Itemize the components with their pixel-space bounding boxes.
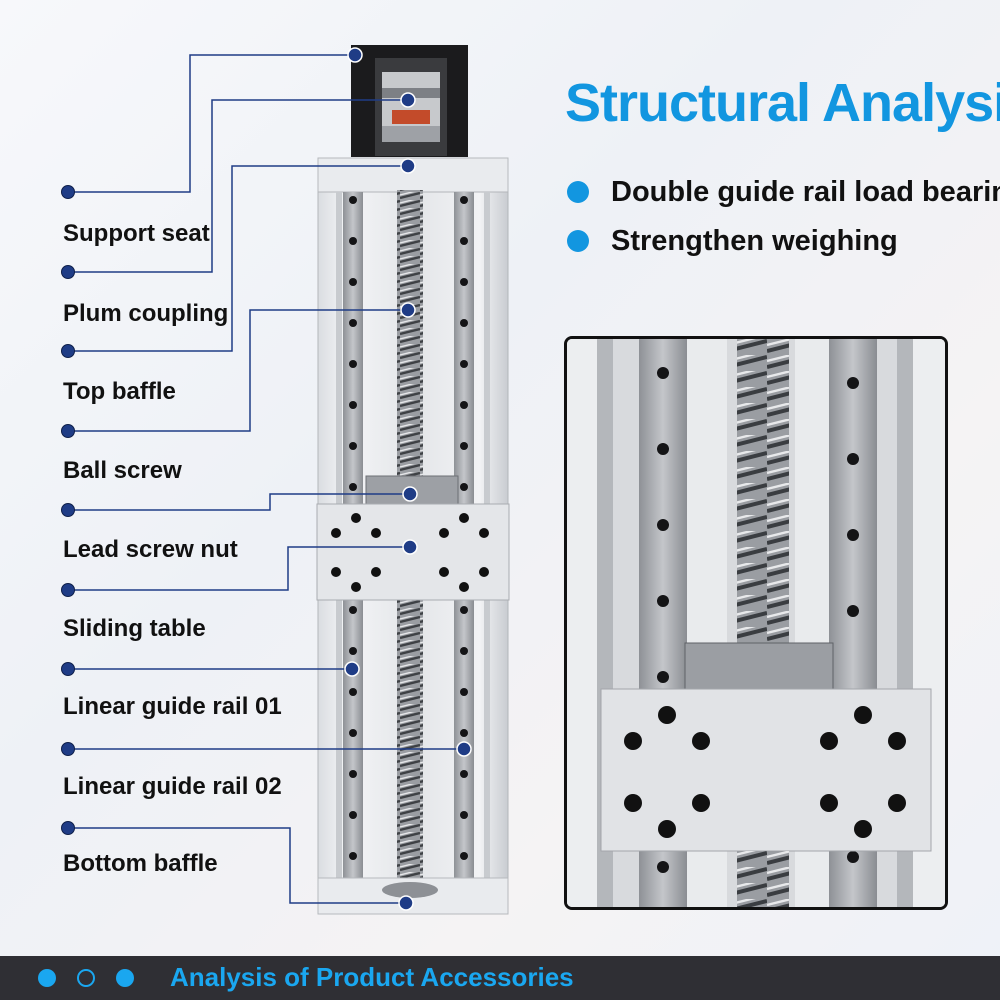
label-bottom-baffle: Bottom baffle [63, 850, 218, 877]
rail-screw-hole [349, 647, 357, 655]
table-mount-hole [331, 567, 341, 577]
rail-screw-hole [349, 442, 357, 450]
rail-screw-hole [460, 196, 468, 204]
footer-text: Analysis of Product Accessories [170, 962, 574, 992]
callout-dot [61, 185, 75, 199]
callout-dot [61, 344, 75, 358]
rail-screw-hole [349, 237, 357, 245]
footer-bar: Analysis of Product Accessories [0, 956, 1000, 1000]
rail-screw-hole [349, 360, 357, 368]
callout-dot [61, 424, 75, 438]
table-mount-hole [371, 567, 381, 577]
label-sliding-table: Sliding table [63, 615, 206, 642]
rail-screw-hole [460, 688, 468, 696]
rail-screw-hole [460, 319, 468, 327]
table-mount-hole [479, 528, 489, 538]
feature-text: Double guide rail load bearing [611, 176, 1000, 208]
table-mount-hole [351, 582, 361, 592]
rail-screw-hole [349, 606, 357, 614]
rail-screw-hole [460, 811, 468, 819]
rail-screw-hole [460, 401, 468, 409]
rail-screw-hole [349, 401, 357, 409]
callout-dot [61, 662, 75, 676]
callout-dot [61, 821, 75, 835]
feature-item: Double guide rail load bearing [567, 176, 1000, 209]
callout-dot [61, 742, 75, 756]
rail-screw-hole [460, 442, 468, 450]
feature-item: Strengthen weighing [567, 225, 898, 258]
table-mount-hole [331, 528, 341, 538]
label-linear-guide-rail-02: Linear guide rail 02 [63, 773, 282, 800]
label-plum-coupling: Plum coupling [63, 300, 229, 327]
table-mount-hole [351, 513, 361, 523]
callout-dot [61, 503, 75, 517]
label-top-baffle: Top baffle [63, 378, 176, 405]
rail-screw-hole [460, 729, 468, 737]
pager-dot-icon [116, 969, 134, 987]
page-title: Structural Analysis [565, 73, 1000, 133]
detail-closeup-image [564, 336, 948, 910]
table-mount-hole [459, 582, 469, 592]
rail-screw-hole [349, 483, 357, 491]
rail-screw-hole [460, 852, 468, 860]
callout-dot [61, 583, 75, 597]
rail-screw-hole [460, 237, 468, 245]
table-mount-hole [459, 513, 469, 523]
bullet-icon [567, 181, 589, 203]
rail-screw-hole [349, 278, 357, 286]
table-mount-hole [479, 567, 489, 577]
rail-screw-hole [460, 360, 468, 368]
label-ball-screw: Ball screw [63, 457, 182, 484]
label-linear-guide-rail-01: Linear guide rail 01 [63, 693, 282, 720]
rail-screw-hole [460, 770, 468, 778]
rail-screw-hole [349, 196, 357, 204]
rail-screw-hole [349, 852, 357, 860]
rail-screw-hole [349, 770, 357, 778]
label-support-seat: Support seat [63, 220, 210, 247]
bullet-icon [567, 230, 589, 252]
rail-screw-hole [460, 647, 468, 655]
rail-screw-hole [349, 729, 357, 737]
table-mount-hole [439, 567, 449, 577]
label-lead-screw-nut: Lead screw nut [63, 536, 238, 563]
rail-screw-hole [349, 319, 357, 327]
callout-dot [61, 265, 75, 279]
rail-screw-hole [349, 688, 357, 696]
rail-screw-hole [349, 811, 357, 819]
rail-screw-hole [460, 483, 468, 491]
rail-screw-hole [460, 606, 468, 614]
closeup-photo [567, 339, 945, 907]
rail-screw-hole [460, 278, 468, 286]
feature-text: Strengthen weighing [611, 225, 898, 257]
table-mount-hole [439, 528, 449, 538]
pager-dot-icon [38, 969, 56, 987]
pager-dot-outline-icon [77, 969, 95, 987]
table-mount-hole [371, 528, 381, 538]
